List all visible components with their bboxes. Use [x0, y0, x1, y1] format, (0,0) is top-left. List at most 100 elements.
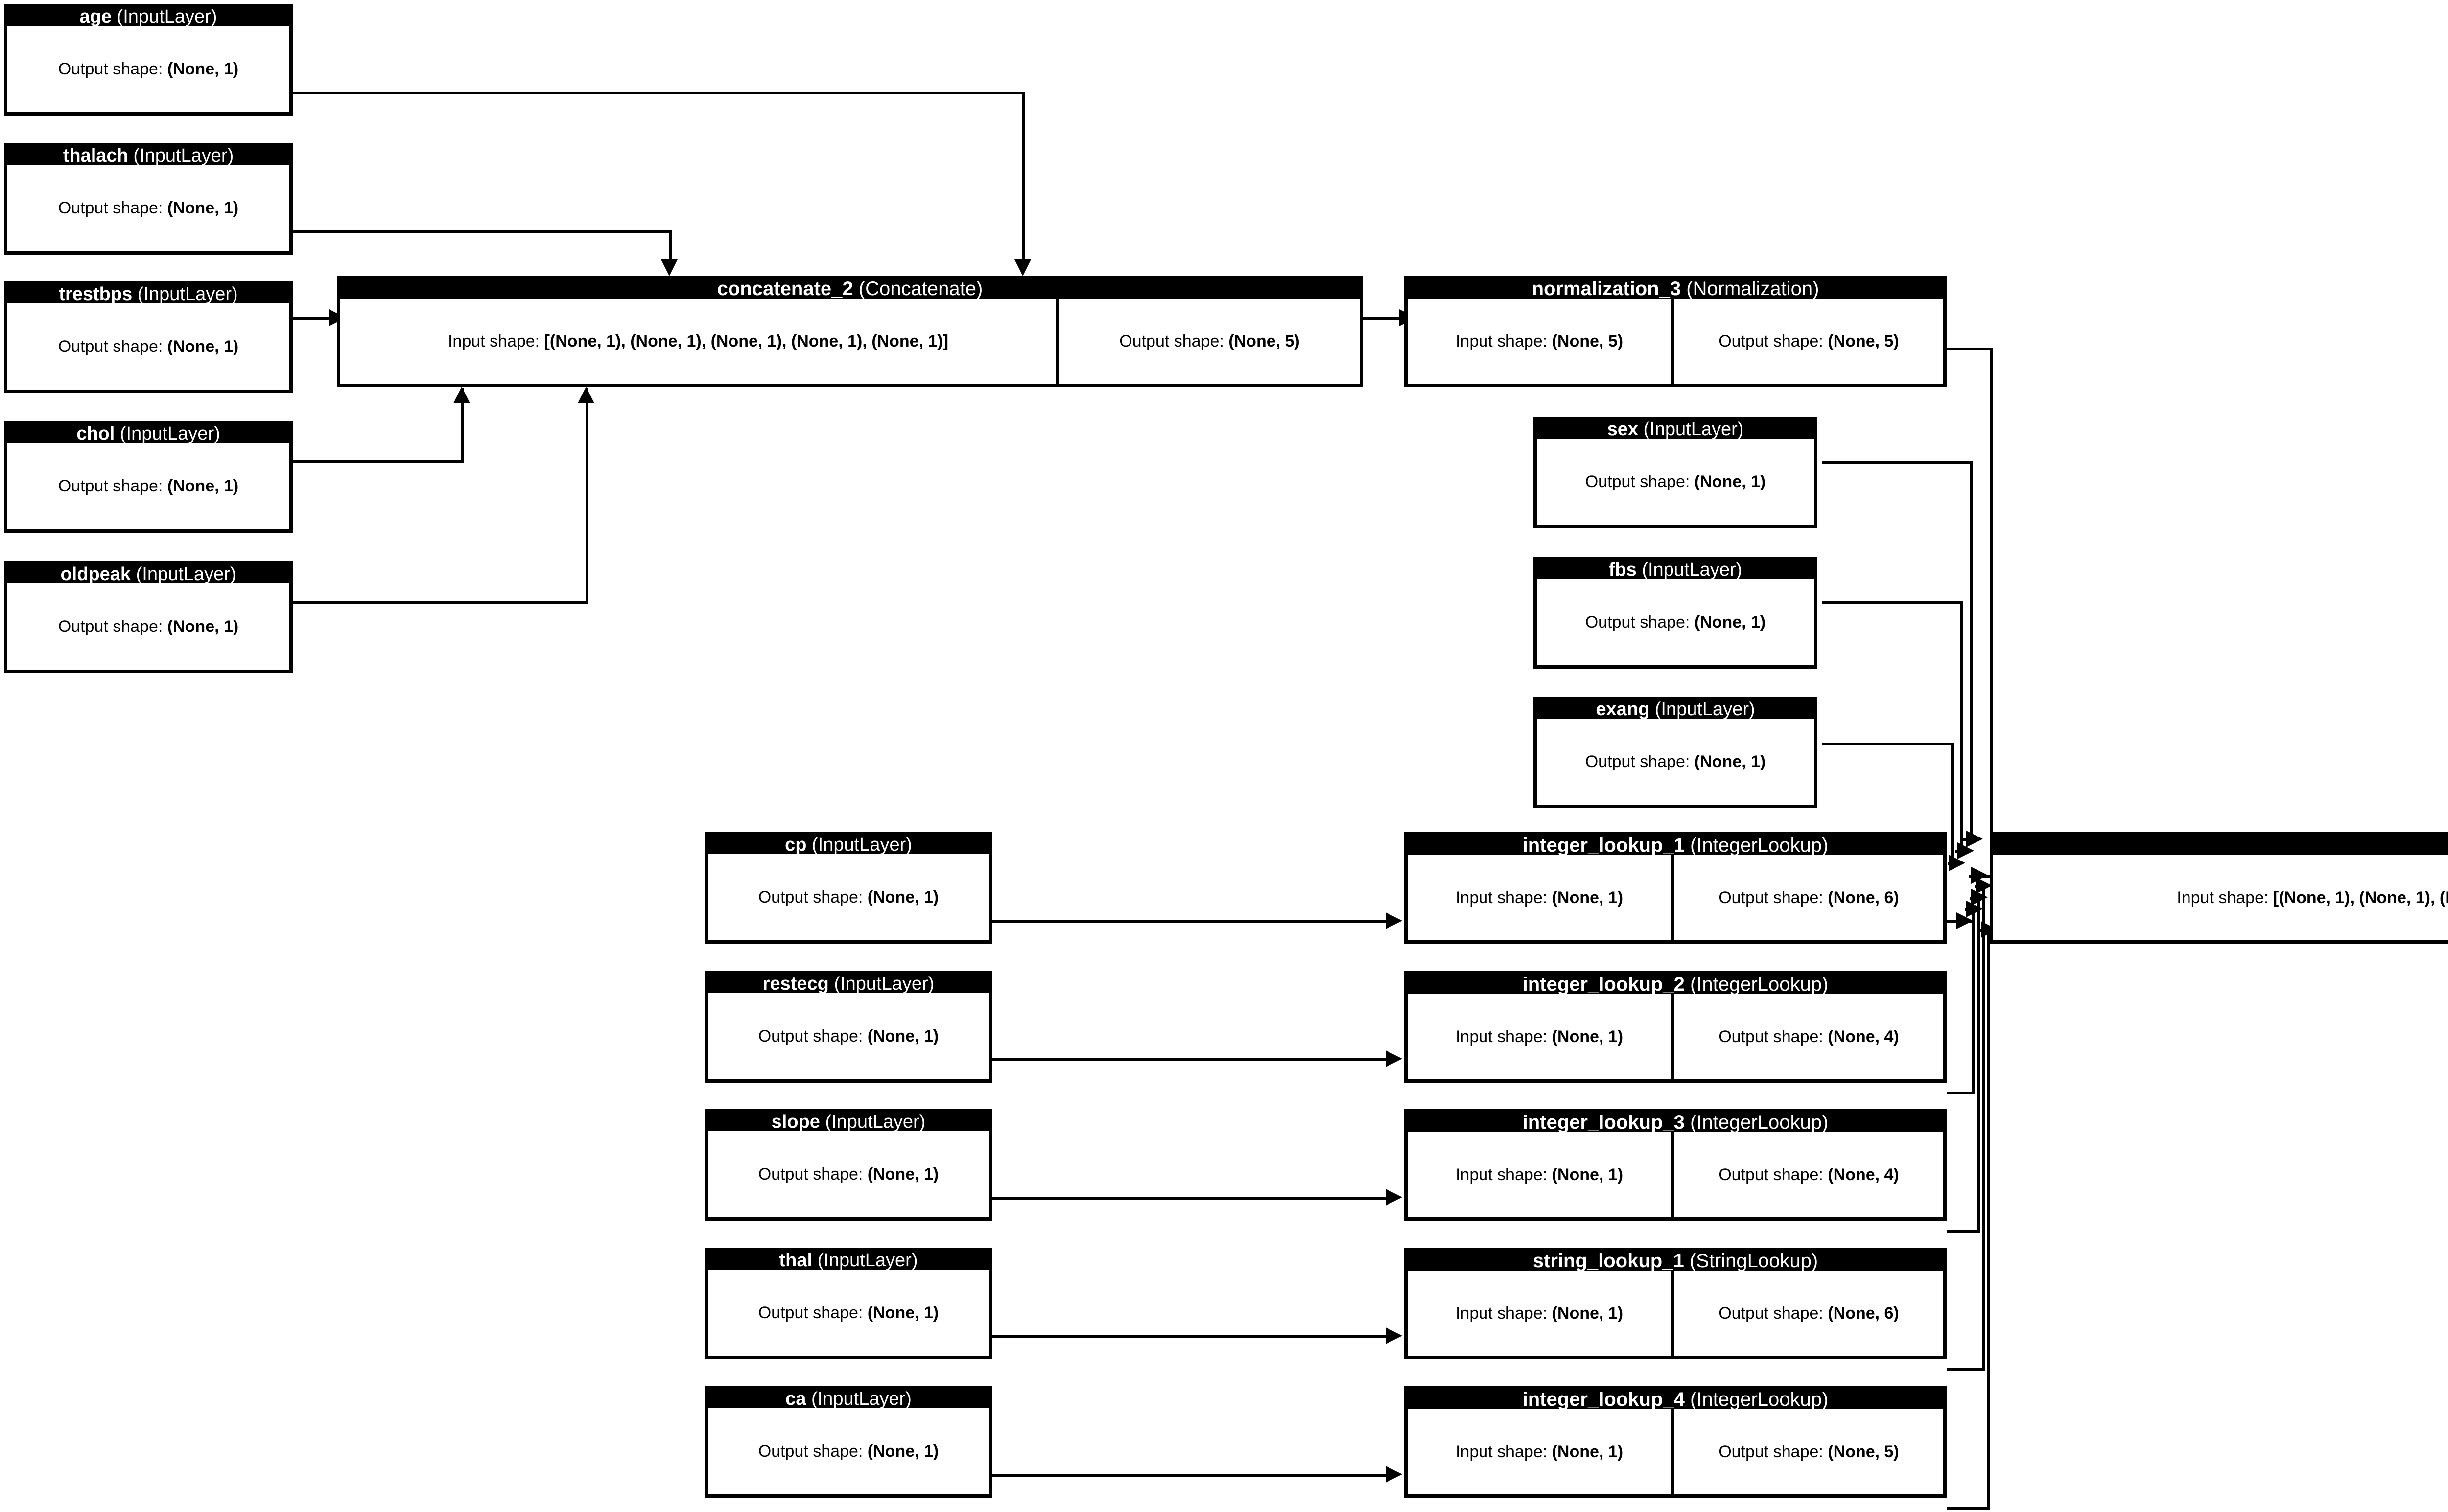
node-exang-output-shape: (None, 1) — [1694, 752, 1766, 771]
output-shape-label: Output shape: — [1718, 1442, 1823, 1461]
node-concatenate-3-input-shape: [(None, 1), (None, 1), (None, 1), (None,… — [2273, 888, 2448, 907]
node-fbs[interactable]: fbs (InputLayer) Output shape: (None, 1) — [1533, 557, 1817, 669]
output-shape-label: Output shape: — [1718, 1027, 1823, 1046]
node-chol-type: (InputLayer) — [119, 423, 220, 444]
node-integer-lookup-4-title: integer_lookup_4 (IntegerLookup) — [1408, 1390, 1943, 1409]
node-exang-body: Output shape: (None, 1) — [1537, 719, 1814, 805]
node-slope-title: slope (InputLayer) — [708, 1113, 989, 1131]
node-integer-lookup-2-body: Input shape: (None, 1) Output shape: (No… — [1408, 994, 1943, 1079]
node-integer-lookup-3-name: integer_lookup_3 — [1522, 1112, 1685, 1133]
node-thal-body: Output shape: (None, 1) — [708, 1270, 989, 1356]
node-slope[interactable]: slope (InputLayer) Output shape: (None, … — [705, 1109, 992, 1221]
output-shape-label: Output shape: — [58, 337, 163, 356]
edge-restecg-arrowhead — [1386, 1050, 1402, 1067]
node-string-lookup-1-type: (StringLookup) — [1689, 1250, 1818, 1272]
node-exang-output-cell: Output shape: (None, 1) — [1537, 719, 1814, 805]
edge-sex-h1 — [1822, 461, 1973, 464]
node-thal[interactable]: thal (InputLayer) Output shape: (None, 1… — [705, 1248, 992, 1359]
node-thalach[interactable]: thalach (InputLayer) Output shape: (None… — [4, 143, 293, 255]
node-restecg[interactable]: restecg (InputLayer) Output shape: (None… — [705, 971, 992, 1083]
edge-thalach-v1 — [669, 230, 672, 261]
node-integer-lookup-4-type: (IntegerLookup) — [1690, 1389, 1829, 1410]
edge-concat2-norm3-h1 — [1363, 317, 1403, 320]
node-string-lookup-1-output-cell: Output shape: (None, 6) — [1671, 1271, 1943, 1356]
node-thal-name: thal — [779, 1250, 813, 1271]
node-chol[interactable]: chol (InputLayer) Output shape: (None, 1… — [4, 421, 293, 533]
node-sex-body: Output shape: (None, 1) — [1537, 439, 1814, 525]
node-exang[interactable]: exang (InputLayer) Output shape: (None, … — [1533, 697, 1817, 808]
edge-il3-v1 — [1977, 898, 1980, 1233]
output-shape-label: Output shape: — [1718, 332, 1823, 350]
edge-sl1-v1 — [1982, 886, 1985, 1371]
node-chol-title: chol (InputLayer) — [7, 424, 289, 443]
input-shape-label: Input shape: — [1455, 1165, 1548, 1184]
node-concatenate-3-input-cell: Input shape: [(None, 1), (None, 1), (Non… — [1993, 855, 2448, 940]
edge-exang-h1 — [1822, 743, 1954, 745]
node-concatenate-3[interactable]: concatenate_3 (Concatenate) Input shape:… — [1990, 832, 2448, 944]
edge-oldpeak-arrowhead — [578, 387, 594, 403]
node-integer-lookup-4[interactable]: integer_lookup_4 (IntegerLookup) Input s… — [1404, 1386, 1947, 1498]
node-trestbps-output-cell: Output shape: (None, 1) — [7, 303, 289, 390]
node-concatenate-3-body: Input shape: [(None, 1), (None, 1), (Non… — [1993, 855, 2448, 940]
node-normalization-3-body: Input shape: (None, 5) Output shape: (No… — [1408, 299, 1943, 384]
node-integer-lookup-2-input-cell: Input shape: (None, 1) — [1408, 994, 1671, 1079]
node-cp[interactable]: cp (InputLayer) Output shape: (None, 1) — [705, 832, 992, 944]
node-integer-lookup-1-body: Input shape: (None, 1) Output shape: (No… — [1408, 855, 1943, 940]
node-string-lookup-1-title: string_lookup_1 (StringLookup) — [1408, 1251, 1943, 1271]
node-fbs-output-shape: (None, 1) — [1694, 613, 1766, 631]
node-concatenate-2[interactable]: concatenate_2 (Concatenate) Input shape:… — [337, 276, 1363, 387]
node-thal-output-cell: Output shape: (None, 1) — [708, 1270, 989, 1356]
node-fbs-body: Output shape: (None, 1) — [1537, 579, 1814, 665]
input-shape-label: Input shape: — [1455, 888, 1548, 907]
node-integer-lookup-2-type: (IntegerLookup) — [1690, 974, 1829, 995]
node-sex-type: (InputLayer) — [1643, 419, 1744, 440]
node-exang-title: exang (InputLayer) — [1537, 700, 1814, 719]
node-integer-lookup-3-body: Input shape: (None, 1) Output shape: (No… — [1408, 1132, 1943, 1217]
node-sex-title: sex (InputLayer) — [1537, 420, 1814, 439]
node-slope-output-cell: Output shape: (None, 1) — [708, 1131, 989, 1217]
input-shape-label: Input shape: — [1455, 1027, 1548, 1046]
output-shape-label: Output shape: — [1718, 888, 1823, 907]
node-integer-lookup-2-output-cell: Output shape: (None, 4) — [1671, 994, 1943, 1079]
output-shape-label: Output shape: — [58, 617, 163, 636]
node-integer-lookup-3-input-cell: Input shape: (None, 1) — [1408, 1132, 1671, 1217]
node-ca[interactable]: ca (InputLayer) Output shape: (None, 1) — [705, 1386, 992, 1498]
node-age[interactable]: age (InputLayer) Output shape: (None, 1) — [4, 4, 293, 116]
node-integer-lookup-4-input-cell: Input shape: (None, 1) — [1408, 1409, 1671, 1494]
node-ca-name: ca — [785, 1389, 806, 1409]
node-slope-body: Output shape: (None, 1) — [708, 1131, 989, 1217]
input-shape-label: Input shape: — [1455, 332, 1548, 350]
edge-ca-arrowhead — [1386, 1466, 1402, 1483]
node-sex[interactable]: sex (InputLayer) Output shape: (None, 1) — [1533, 417, 1817, 528]
node-thalach-output-cell: Output shape: (None, 1) — [7, 165, 289, 251]
node-integer-lookup-4-body: Input shape: (None, 1) Output shape: (No… — [1408, 1409, 1943, 1494]
node-integer-lookup-1-title: integer_lookup_1 (IntegerLookup) — [1408, 836, 1943, 855]
node-normalization-3[interactable]: normalization_3 (Normalization) Input sh… — [1404, 276, 1947, 387]
node-fbs-title: fbs (InputLayer) — [1537, 560, 1814, 579]
node-integer-lookup-2[interactable]: integer_lookup_2 (IntegerLookup) Input s… — [1404, 971, 1947, 1083]
node-concatenate-2-name: concatenate_2 — [717, 278, 853, 300]
node-integer-lookup-1[interactable]: integer_lookup_1 (IntegerLookup) Input s… — [1404, 832, 1947, 944]
edge-exang-arrowhead — [1949, 855, 1965, 871]
node-restecg-name: restecg — [762, 974, 829, 994]
node-concatenate-2-output-cell: Output shape: (None, 5) — [1056, 299, 1360, 384]
node-thalach-name: thalach — [63, 145, 128, 166]
node-cp-title: cp (InputLayer) — [708, 836, 989, 854]
node-ca-title: ca (InputLayer) — [708, 1390, 989, 1408]
node-integer-lookup-3[interactable]: integer_lookup_3 (IntegerLookup) Input s… — [1404, 1109, 1947, 1221]
edge-age-v1 — [1022, 92, 1025, 261]
node-age-output-cell: Output shape: (None, 1) — [7, 26, 289, 112]
node-string-lookup-1[interactable]: string_lookup_1 (StringLookup) Input sha… — [1404, 1248, 1947, 1359]
output-shape-label: Output shape: — [1718, 1304, 1823, 1323]
node-integer-lookup-2-title: integer_lookup_2 (IntegerLookup) — [1408, 975, 1943, 994]
node-restecg-output-cell: Output shape: (None, 1) — [708, 993, 989, 1079]
node-integer-lookup-1-input-shape: (None, 1) — [1552, 888, 1624, 907]
node-integer-lookup-2-output-shape: (None, 4) — [1828, 1027, 1899, 1046]
output-shape-label: Output shape: — [758, 888, 863, 907]
node-slope-type: (InputLayer) — [825, 1112, 926, 1132]
node-oldpeak[interactable]: oldpeak (InputLayer) Output shape: (None… — [4, 561, 293, 673]
node-ca-body: Output shape: (None, 1) — [708, 1408, 989, 1494]
node-trestbps[interactable]: trestbps (InputLayer) Output shape: (Non… — [4, 281, 293, 393]
node-sex-output-shape: (None, 1) — [1694, 472, 1766, 491]
